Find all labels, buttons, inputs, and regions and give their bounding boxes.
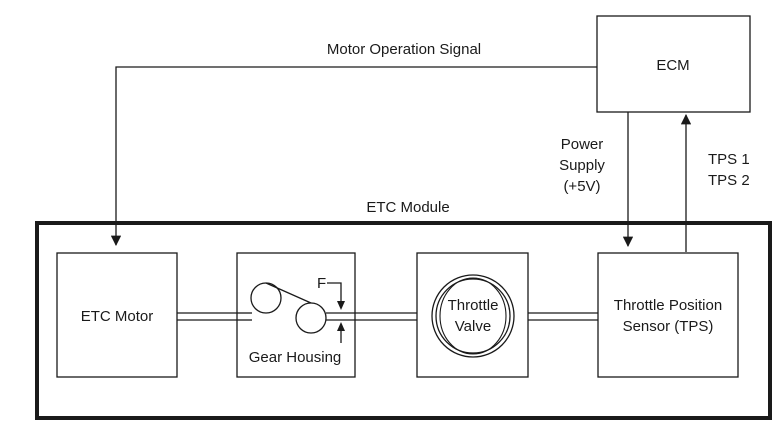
etc-module-label: ETC Module [366,199,449,216]
gear-housing-label: Gear Housing [249,349,342,366]
tps1-label: TPS 1 [708,151,750,168]
etc-motor-box [56,252,178,378]
ecm-label: ECM [656,57,689,74]
tps-box-label-1: Throttle Position [614,297,722,314]
gear-housing-internals [237,282,355,343]
shaft-motor-gear [177,312,237,321]
power-supply-label-2: Supply [559,157,605,174]
f-marker-label: F [317,275,326,292]
tps-box [597,252,739,378]
motor-signal-label: Motor Operation Signal [327,41,481,58]
gear-small [295,302,327,334]
ecm-box [596,15,751,113]
throttle-valve-label-1: Throttle [448,297,499,314]
tps-box-label-2: Sensor (TPS) [623,318,714,335]
etc-module-frame [35,221,772,420]
tps2-label: TPS 2 [708,172,750,189]
throttle-valve-label-2: Valve [455,318,491,335]
power-supply-label-3: (+5V) [563,178,600,195]
throttle-valve-disc [431,274,515,358]
power-supply-label-1: Power [561,136,604,153]
etc-motor-label: ETC Motor [81,308,154,325]
motor-signal-wire [110,66,597,247]
